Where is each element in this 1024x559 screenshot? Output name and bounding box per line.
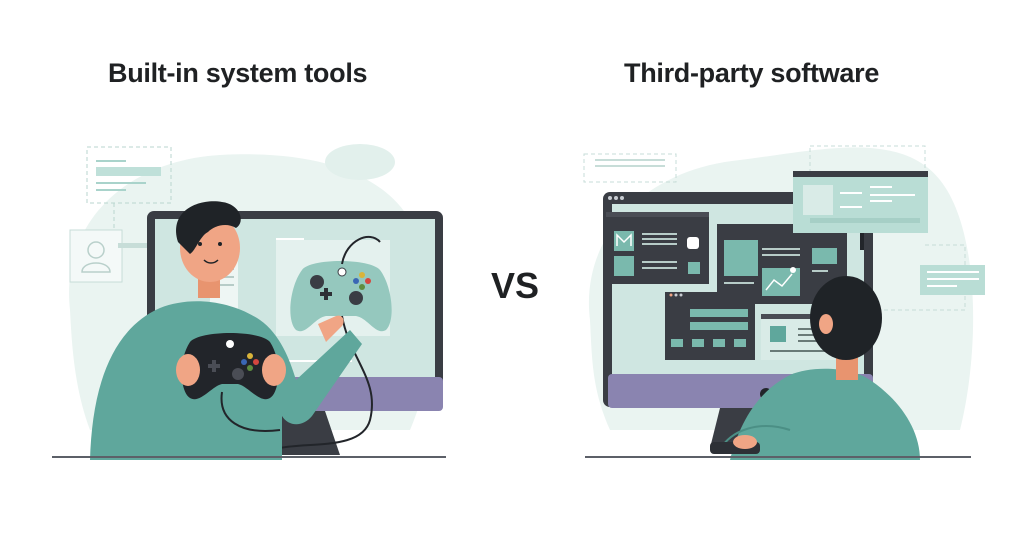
right-illustration-software-user — [570, 130, 990, 460]
user-profile-icon — [69, 229, 123, 283]
person-head — [810, 276, 882, 360]
person-hair — [176, 201, 241, 254]
left-illustration-controller-user — [50, 130, 450, 460]
held-controller-icon — [181, 333, 279, 400]
vs-separator: VS — [491, 265, 540, 306]
left-ground-line — [52, 456, 446, 458]
right-ground-line — [585, 456, 971, 458]
person-body — [730, 368, 920, 460]
right-panel-title: Third-party software — [624, 58, 880, 88]
left-panel-title: Built-in system tools — [108, 58, 368, 88]
settings-card-icon — [86, 146, 172, 204]
